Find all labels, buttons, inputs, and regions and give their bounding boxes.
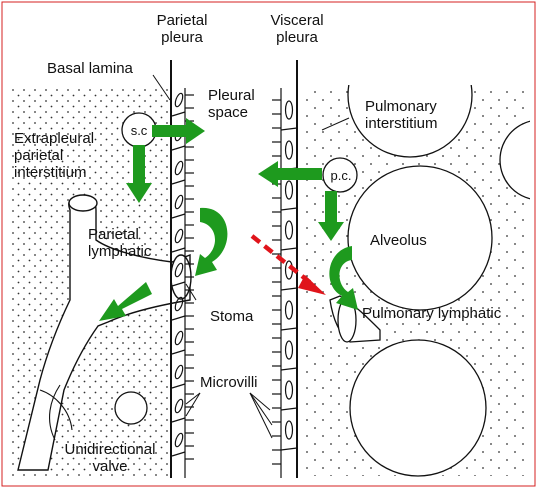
parietal-cell-border [172,112,185,116]
parietal-nucleus [174,194,184,209]
unidirectional-valve-label: Unidirectional valve [40,441,180,475]
visceral-cell-border [281,448,297,450]
basal-lamina-label: Basal lamina [47,60,133,77]
parietal-nucleus [174,92,184,107]
systemic-capillary-label: s.c [127,122,151,139]
pleural-space-label: Pleural space [208,87,255,121]
parietal-cell-border [172,418,185,422]
visceral-cell-border [281,128,297,130]
arrow-curve-stoma [195,208,227,276]
pulmonary-lymphatic-label: Pulmonary lymphatic [362,305,501,322]
parietal-cell-border [172,146,185,150]
visceral-nucleus [286,181,293,199]
visceral-mesothelium [272,88,297,478]
visceral-cell-border [281,328,297,330]
parietal-cell-border [172,180,185,184]
parietal-cell-border [172,248,185,252]
stoma-label: Stoma [210,308,253,325]
parietal-pleura-label: Parietal pleura [145,12,219,46]
parietal-cell-border [172,214,185,218]
parietal-nucleus [174,228,184,243]
visceral-cell-border [281,408,297,410]
visceral-cell-border [281,208,297,210]
parietal-nucleus [174,330,184,345]
parietal-lymphatic-label: Parietal lymphatic [88,226,151,260]
parietal-cell-border [172,316,185,320]
visceral-nucleus [286,221,293,239]
pulmonary-capillary-label: p.c. [327,167,355,184]
visceral-nucleus [286,301,293,319]
pulmonary-interstitium-label: Pulmonary interstitium [365,98,438,132]
visceral-pleura-label: Visceral pleura [260,12,334,46]
visceral-nucleus [286,341,293,359]
parietal-nucleus [174,160,184,175]
alveolus-label: Alveolus [370,232,427,249]
visceral-nucleus [286,141,293,159]
parietal-cell-border [172,350,185,354]
parietal-nucleus [174,398,184,413]
visceral-cell-border [281,248,297,250]
parietal-nucleus [174,364,184,379]
visceral-cell-border [281,368,297,370]
visceral-nucleus [286,101,293,119]
visceral-nucleus [286,381,293,399]
interstitial-cell-circle [115,392,147,424]
microvilli-label: Microvilli [200,374,258,391]
visceral-cell-border [281,288,297,290]
parietal-cell-border [172,384,185,388]
visceral-nucleus [286,421,293,439]
extrapleural-interstitium-label: Extrapleural parietal interstitium [14,130,94,181]
